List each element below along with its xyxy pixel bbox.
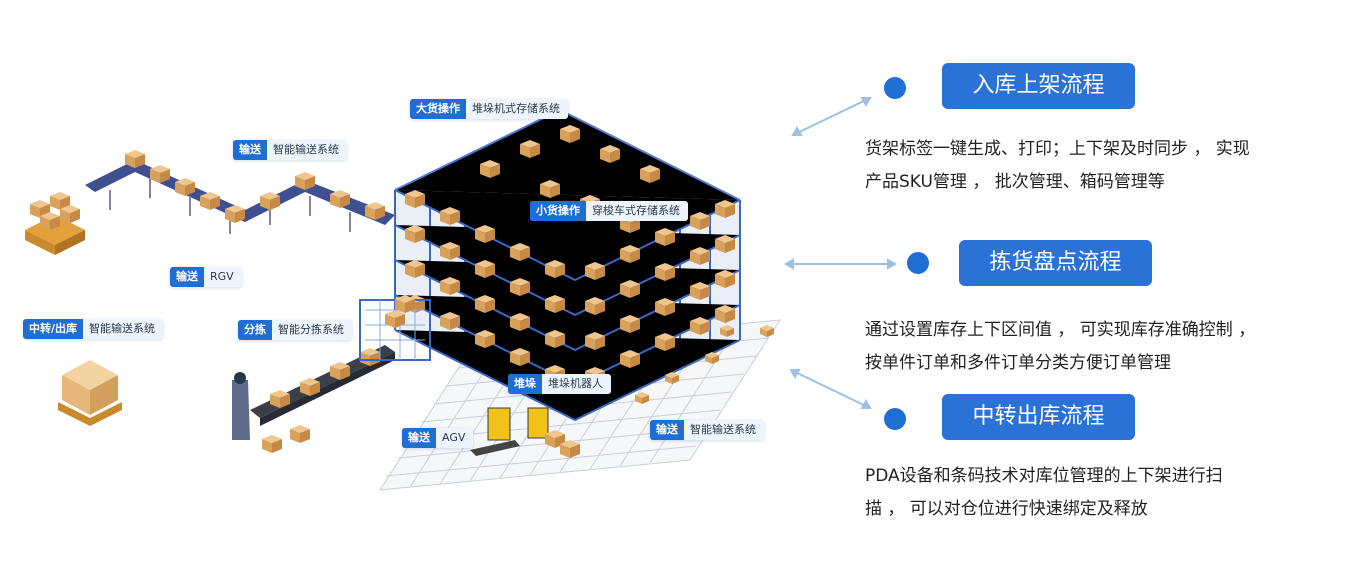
process-dot-outbound [884,408,906,430]
label-smart-conveyor-top: 输送智能输送系统 [233,140,347,160]
process-desc-line: 描 ， 可以对仓位进行快速绑定及释放 [865,499,1148,519]
process-desc-outbound: PDA设备和条码技术对库位管理的上下架进行扫 描 ， 可以对仓位进行快速绑定及释… [865,460,1223,526]
label-tag: 输送 [233,140,267,160]
label-agv: 输送 AGV [402,428,474,448]
label-tag: 小货操作 [530,201,586,221]
label-text: AGV [442,431,466,444]
process-title-inbound: 入库上架流程 [942,63,1135,109]
label-text: 穿梭车式存储系统 [592,204,680,217]
process-desc-line: 按单件订单和多件订单分类方便订单管理 [865,353,1171,373]
pallet-stack-top [25,192,85,255]
process-dot-picking [907,252,929,274]
process-desc-picking: 通过设置库存上下区间值 ， 可实现库存准确控制 ， 按单件订单和多件订单分类方便… [865,314,1255,380]
label-tag: 输送 [650,420,684,440]
label-bulk-storage: 大货操作堆垛机式存储系统 [410,99,568,119]
label-tag: 大货操作 [410,99,466,119]
label-transfer-outbound: 中转/出库智能输送系统 [23,319,164,339]
sorting-conveyor [232,295,431,453]
process-desc-line: PDA设备和条码技术对库位管理的上下架进行扫 [865,466,1223,486]
label-text: 智能输送系统 [690,423,756,436]
process-desc-line: 通过设置库存上下区间值 ， 可实现库存准确控制 ， [865,320,1256,340]
label-tag: 输送 [170,267,204,287]
pallet-stack-bottom [58,360,122,426]
label-tag: 堆垛 [508,374,542,394]
label-shuttle-storage: 小货操作穿梭车式存储系统 [530,201,688,221]
label-rgv: 输送 RGV [170,267,242,287]
process-desc-line: 货架标签一键生成、打印；上下架及时同步 ， 实现 [865,139,1250,159]
process-title-picking: 拣货盘点流程 [959,240,1152,286]
label-text: 堆垛机器人 [548,377,603,390]
label-text: 堆垛机式存储系统 [472,102,560,115]
label-tag: 输送 [402,428,436,448]
label-text: 智能分拣系统 [278,323,344,336]
label-sorting: 分拣智能分拣系统 [238,320,352,340]
label-text: 智能输送系统 [273,143,339,156]
process-dot-inbound [884,77,906,99]
label-text: 智能输送系统 [89,322,156,335]
label-smart-conveyor-bottom: 输送智能输送系统 [650,420,764,440]
process-desc-line: 产品SKU管理 ， 批次管理、箱码管理等 [865,172,1165,192]
process-title-outbound: 中转出库流程 [942,394,1135,440]
label-tag: 中转/出库 [23,319,84,339]
agv-forklifts [470,407,580,458]
label-palletizing-robot: 堆垛堆垛机器人 [508,374,611,394]
conveyor-top [85,150,395,234]
label-tag: 分拣 [238,320,272,340]
process-desc-inbound: 货架标签一键生成、打印；上下架及时同步 ， 实现 产品SKU管理 ， 批次管理、… [865,133,1250,199]
label-text: RGV [210,270,234,283]
connector-arrows [783,97,898,409]
storage-racks [394,108,774,422]
